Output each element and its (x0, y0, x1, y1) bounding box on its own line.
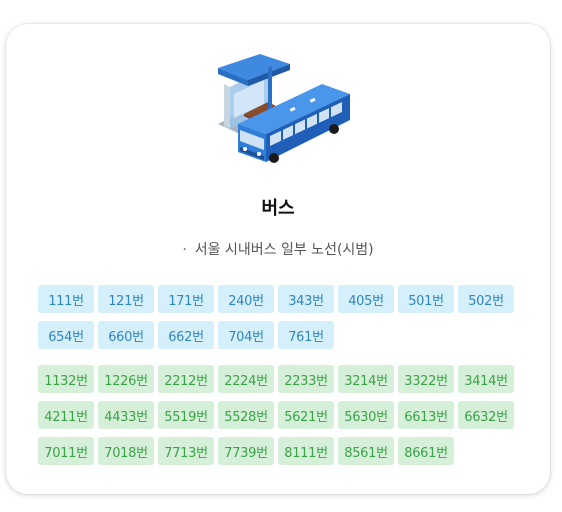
route-chip[interactable]: 1226번 (98, 365, 154, 393)
route-chip[interactable]: 8111번 (278, 437, 334, 465)
route-chip[interactable]: 2233번 (278, 365, 334, 393)
route-chip[interactable]: 8561번 (338, 437, 394, 465)
route-chip[interactable]: 343번 (278, 285, 334, 313)
description-text: 서울 시내버스 일부 노선(시범) (194, 242, 374, 258)
route-chip[interactable]: 2224번 (218, 365, 274, 393)
route-chip[interactable]: 704번 (218, 321, 274, 349)
card-description: · 서울 시내버스 일부 노선(시범) (6, 239, 550, 259)
route-chip[interactable]: 4211번 (38, 401, 94, 429)
route-chip[interactable]: 6613번 (398, 401, 454, 429)
route-chip[interactable]: 1132번 (38, 365, 94, 393)
route-chip[interactable]: 5621번 (278, 401, 334, 429)
route-chip[interactable]: 660번 (98, 321, 154, 349)
route-chip[interactable]: 502번 (458, 285, 514, 313)
route-chip[interactable]: 5630번 (338, 401, 394, 429)
bus-icon (218, 54, 350, 163)
route-chip[interactable]: 3322번 (398, 365, 454, 393)
route-chip[interactable]: 7739번 (218, 437, 274, 465)
route-chip[interactable]: 121번 (98, 285, 154, 313)
route-chip[interactable]: 6632번 (458, 401, 514, 429)
route-chip[interactable]: 8661번 (398, 437, 454, 465)
route-chip[interactable]: 501번 (398, 285, 454, 313)
description-bullet: · (182, 242, 187, 258)
route-chip[interactable]: 240번 (218, 285, 274, 313)
route-chip[interactable]: 7011번 (38, 437, 94, 465)
route-chip[interactable]: 5519번 (158, 401, 214, 429)
route-chip[interactable]: 3214번 (338, 365, 394, 393)
card-title: 버스 (261, 198, 295, 219)
route-chip[interactable]: 3414번 (458, 365, 514, 393)
route-chip[interactable]: 662번 (158, 321, 214, 349)
route-chip[interactable]: 7018번 (98, 437, 154, 465)
route-chip[interactable]: 171번 (158, 285, 214, 313)
route-chip[interactable]: 2212번 (158, 365, 214, 393)
route-chip[interactable]: 7713번 (158, 437, 214, 465)
route-chip[interactable]: 4433번 (98, 401, 154, 429)
route-chip[interactable]: 761번 (278, 321, 334, 349)
route-chip[interactable]: 5528번 (218, 401, 274, 429)
route-chip[interactable]: 405번 (338, 285, 394, 313)
route-chip[interactable]: 111번 (38, 285, 94, 313)
route-chip[interactable]: 654번 (38, 321, 94, 349)
